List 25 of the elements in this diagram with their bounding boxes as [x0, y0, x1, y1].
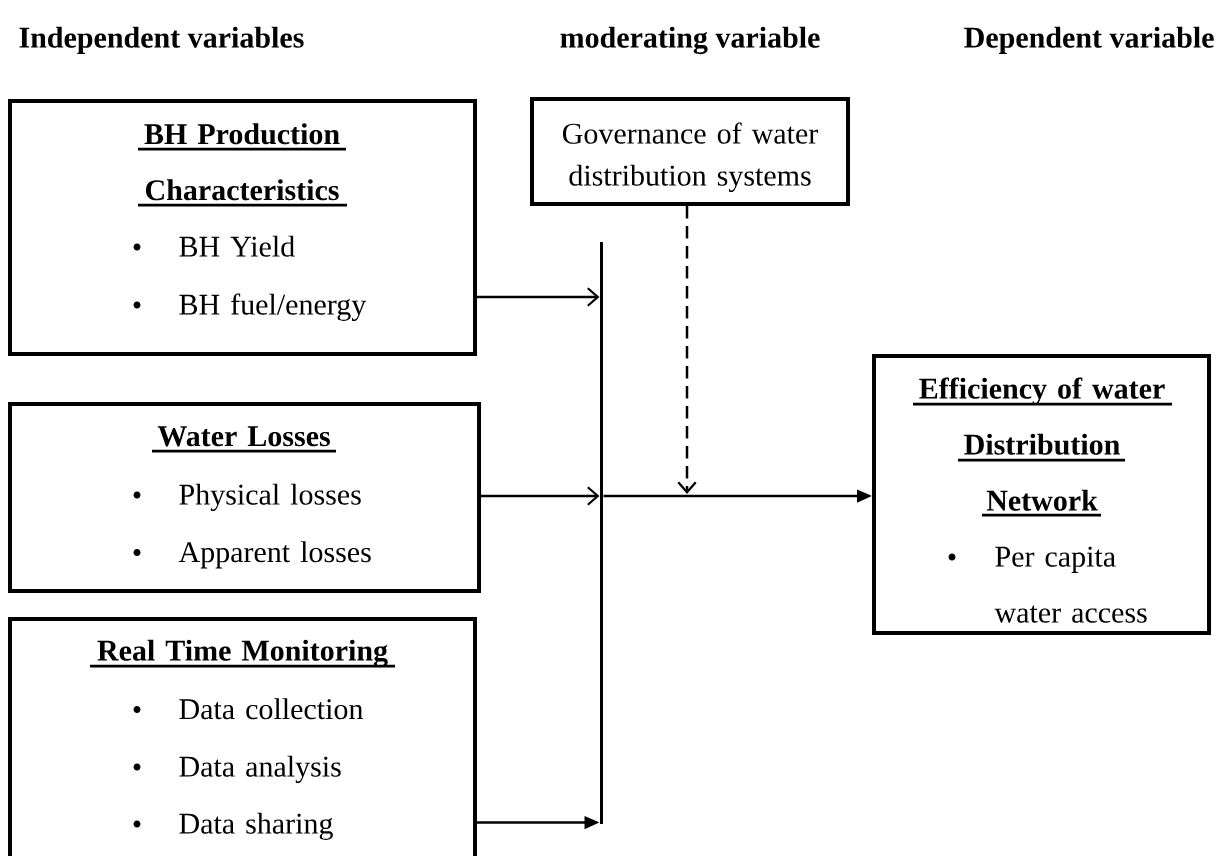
arrow [677, 206, 697, 494]
bullet-item: Data collection [133, 698, 363, 720]
variable-box [530, 97, 850, 206]
underlined-heading: Water Losses [152, 426, 336, 453]
variable-box [8, 99, 477, 356]
underlined-heading: BH Production Characteristics [138, 123, 347, 207]
variable-box [8, 402, 481, 593]
bullet-item: Apparent losses [133, 541, 371, 569]
variable-box [872, 354, 1211, 635]
bullet-item: BH fuel/energy [133, 293, 367, 321]
bullet-item: Physical losses [133, 483, 361, 511]
bullet-item: Data sharing [133, 812, 333, 840]
column-heading: Dependent variable [964, 26, 1214, 54]
junction-bar [600, 242, 603, 824]
underlined-heading: Real Time Monitoring [90, 639, 395, 668]
column-heading: moderating variable [560, 26, 820, 55]
box-text: Governance of water distribution systems [562, 122, 818, 192]
bullet-item: Per capita water access [948, 546, 1147, 623]
variable-box [8, 617, 477, 856]
arrow [481, 486, 600, 506]
arrow [477, 287, 600, 307]
underlined-heading: Efficiency of water Distribution Network [913, 377, 1172, 517]
bullet-item: BH Yield [133, 235, 295, 257]
bullet-item: Data analysis [133, 755, 341, 783]
column-heading: Independent variables [19, 26, 304, 54]
